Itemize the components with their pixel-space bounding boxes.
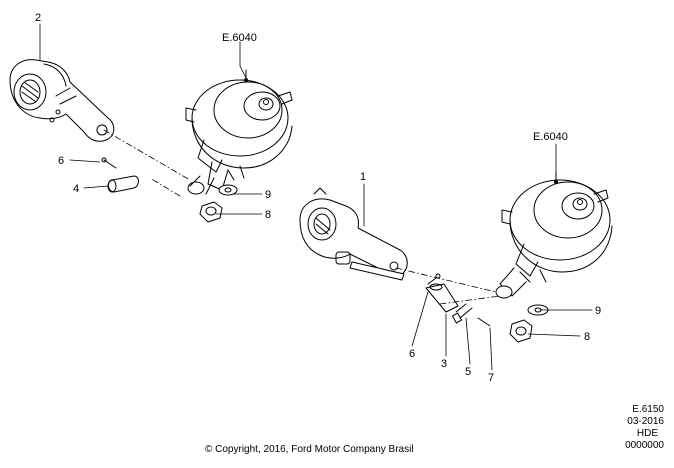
callout-2: 2 [35, 12, 42, 24]
drawing-date: 03-2016 [627, 416, 664, 427]
assembly-centerlines [103, 129, 501, 305]
callout-9-right: 9 [595, 305, 602, 317]
callout-8-left: 8 [265, 209, 272, 221]
drawing-model: HDE [636, 428, 658, 439]
drawing-code: E.6150 [632, 404, 664, 415]
brake-chamber-lower [495, 171, 613, 299]
copyright-notice: © Copyright, 2016, Ford Motor Company Br… [205, 444, 414, 455]
callout-5: 5 [465, 366, 472, 378]
callout-3: 3 [441, 358, 448, 370]
callout-4: 4 [73, 183, 80, 195]
hardware-right [425, 273, 549, 343]
brake-chamber-upper [185, 69, 293, 195]
hardware-left [101, 157, 238, 223]
callout-6-left: 6 [58, 155, 65, 167]
callout-8-right: 8 [584, 331, 591, 343]
callout-7: 7 [488, 372, 495, 384]
slack-adjuster-right [299, 187, 408, 281]
callout-1: 1 [360, 171, 367, 183]
drawing-number: 0000000 [625, 440, 664, 451]
callout-e6040-upper: E.6040 [222, 32, 257, 44]
callout-e6040-lower: E.6040 [533, 131, 568, 143]
callout-9-left: 9 [265, 189, 272, 201]
drawing-info: E.6150 03-2016 HDE 0000000 [625, 404, 664, 452]
slack-adjuster-left [9, 59, 115, 142]
callout-6-right: 6 [409, 348, 416, 360]
leader-lines [39, 23, 593, 371]
